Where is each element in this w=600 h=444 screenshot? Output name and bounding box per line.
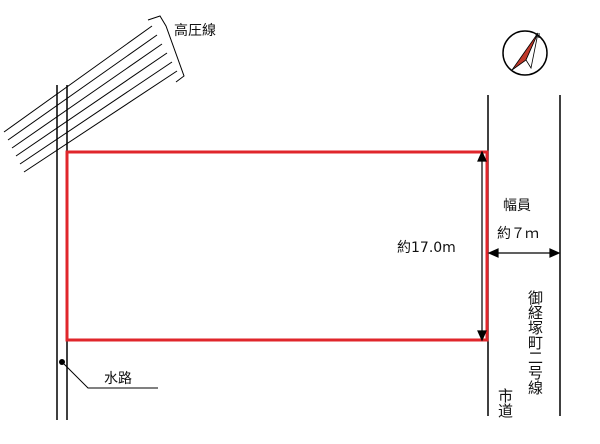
road-lines	[487, 95, 561, 416]
lot-outline	[65, 150, 489, 342]
north-compass-icon: N	[502, 30, 548, 76]
power-lines	[3, 25, 178, 173]
waterway-label: 水路	[104, 371, 132, 387]
road-width-title: 幅員	[503, 198, 531, 214]
power-line-label: 高圧線	[174, 22, 216, 39]
north-label: N	[535, 32, 540, 40]
road-type-label: 市道	[496, 388, 514, 418]
road-name-label: 御経塚町二号線	[526, 290, 544, 395]
lot-depth-label: 約17.0m	[397, 240, 456, 256]
power-line-bracket	[147, 15, 185, 83]
waterway-leader-line	[61, 361, 158, 389]
lot-depth-dimension	[477, 150, 487, 342]
road-width-dimension	[487, 248, 561, 258]
road-width-value: 約７ｍ	[497, 226, 539, 242]
